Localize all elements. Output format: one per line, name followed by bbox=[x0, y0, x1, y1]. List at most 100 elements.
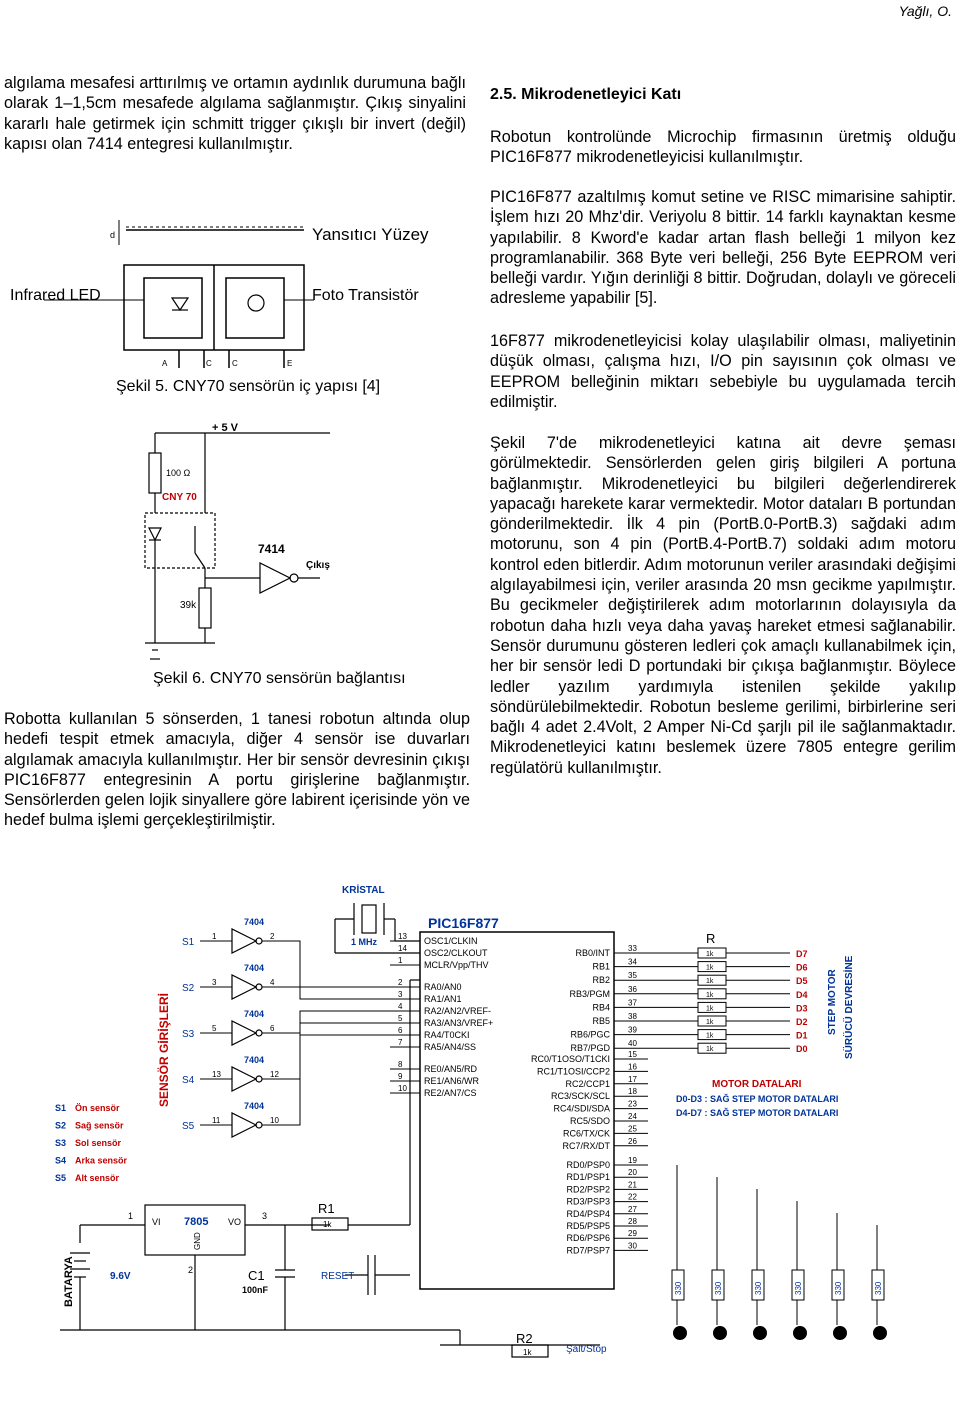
r2-value: 1k bbox=[523, 1348, 532, 1357]
driver-circuit-title: SÜRÜCÜ DEVRESİNE bbox=[842, 955, 855, 1059]
led-icon bbox=[673, 1326, 687, 1340]
pin-name: RE1/AN6/WR bbox=[424, 1076, 480, 1086]
pin-name: RA0/AN0 bbox=[424, 982, 462, 992]
pin-number: 4 bbox=[398, 1002, 403, 1011]
step-motor-title: STEP MOTOR bbox=[827, 968, 838, 1035]
gate-pin: 11 bbox=[212, 1116, 221, 1125]
gate-label: 7404 bbox=[244, 963, 264, 973]
wire bbox=[262, 1022, 390, 1080]
resistor-100-label: 100 Ω bbox=[166, 468, 191, 478]
pin-number: 3 bbox=[398, 990, 403, 999]
pin-name: RA1/AN1 bbox=[424, 994, 462, 1004]
legend-key: S4 bbox=[55, 1156, 66, 1166]
pin-number: 5 bbox=[398, 1014, 403, 1023]
led-resistor-value: 330 bbox=[874, 1281, 883, 1295]
legend-value: Sol sensör bbox=[75, 1138, 122, 1148]
c1-value: 100nF bbox=[242, 1285, 269, 1295]
reg-pin: 3 bbox=[262, 1211, 267, 1221]
data-bit-label: D3 bbox=[796, 1003, 808, 1013]
pin-name: RD3/PSP3 bbox=[566, 1197, 610, 1207]
battery-voltage: 9.6V bbox=[110, 1271, 131, 1282]
page-header-author: Yağlı, O. bbox=[898, 3, 952, 19]
pin-name: OSC1/CLKIN bbox=[424, 936, 478, 946]
resistor-39k-label: 39k bbox=[180, 600, 197, 611]
pin-name: RB6/PGC bbox=[570, 1030, 610, 1040]
cny70-label: CNY 70 bbox=[162, 492, 197, 503]
pin-number: 24 bbox=[628, 1112, 637, 1121]
pin-name: RC3/SCK/SCL bbox=[551, 1091, 610, 1101]
inverter-gate-icon bbox=[231, 1066, 258, 1092]
inverter-gate-icon bbox=[231, 1020, 258, 1046]
pin-number: 2 bbox=[398, 978, 403, 987]
crystal-label: KRİSTAL bbox=[342, 883, 385, 896]
pin-number: 38 bbox=[628, 1012, 637, 1021]
vcc-label: + 5 V bbox=[212, 422, 239, 434]
led-resistor bbox=[831, 1269, 845, 1301]
pin-number: 28 bbox=[628, 1217, 637, 1226]
r1-value: 1k bbox=[323, 1220, 332, 1229]
figure-6-caption: Şekil 6. CNY70 sensörün bağlantısı bbox=[153, 670, 406, 687]
pin-label: C bbox=[206, 359, 212, 368]
legend-value: Alt sensör bbox=[75, 1173, 120, 1183]
pin-name: MCLR/Vpp/THV bbox=[424, 960, 489, 970]
right-paragraph-2: PIC16F877 azaltılmış komut setine ve RIS… bbox=[490, 188, 956, 308]
pin-number: 26 bbox=[628, 1137, 637, 1146]
pin-name: OSC2/CLKOUT bbox=[424, 948, 488, 958]
c1-label: C1 bbox=[248, 1268, 265, 1283]
crystal-icon bbox=[361, 904, 377, 934]
left-paragraph-2: Robotta kullanılan 5 sönserden, 1 tanesi… bbox=[4, 710, 470, 830]
regulator-label: 7805 bbox=[184, 1216, 208, 1228]
sensor-label: S3 bbox=[182, 1029, 195, 1040]
data-bit-label: D0 bbox=[796, 1044, 808, 1054]
gate-pin: 13 bbox=[212, 1070, 221, 1079]
led-icon bbox=[833, 1326, 847, 1340]
pin-name: RC5/SDO bbox=[570, 1116, 610, 1126]
led-icon bbox=[753, 1326, 767, 1340]
pin-number: 37 bbox=[628, 998, 637, 1007]
phototransistor-icon bbox=[247, 294, 265, 312]
pin-name: RC6/TX/CK bbox=[563, 1128, 610, 1138]
reset-label: RESET bbox=[321, 1271, 354, 1282]
pin-number: 8 bbox=[398, 1060, 403, 1069]
pin-number: 21 bbox=[628, 1180, 637, 1189]
right-paragraph-4: Şekil 7'de mikrodenetleyici katına ait d… bbox=[490, 434, 956, 777]
sensor-label: S4 bbox=[182, 1075, 195, 1086]
reg-gnd: GND bbox=[193, 1232, 202, 1250]
pin-name: RD4/PSP4 bbox=[566, 1209, 610, 1219]
pin-name: RA3/AN3/VREF+ bbox=[424, 1018, 493, 1028]
led-resistor bbox=[671, 1269, 685, 1301]
wire bbox=[262, 986, 390, 1000]
pin-name: RD0/PSP0 bbox=[566, 1160, 610, 1170]
figure-5-caption: Şekil 5. CNY70 sensörün iç yapısı [4] bbox=[116, 378, 381, 395]
pin-name: RB5 bbox=[592, 1016, 610, 1026]
pin-name: RA2/AN2/VREF- bbox=[424, 1006, 491, 1016]
reg-pin: 2 bbox=[188, 1265, 193, 1275]
resistor-value: 1k bbox=[706, 951, 714, 958]
pin-name: RD5/PSP5 bbox=[566, 1221, 610, 1231]
resistor-value: 1k bbox=[706, 965, 714, 972]
gate-pin: 3 bbox=[212, 978, 217, 987]
led-resistor bbox=[751, 1269, 765, 1301]
battery-label: BATARYA bbox=[63, 1256, 75, 1307]
led-icon bbox=[793, 1326, 807, 1340]
led-resistor bbox=[791, 1269, 805, 1301]
data-bit-label: D7 bbox=[796, 949, 808, 959]
section-heading: 2.5. Mikrodenetleyici Katı bbox=[490, 86, 682, 103]
sensor-label: S5 bbox=[182, 1121, 195, 1132]
pin-number: 18 bbox=[628, 1087, 637, 1096]
pin-number: 17 bbox=[628, 1075, 637, 1084]
legend-value: Arka sensör bbox=[75, 1156, 128, 1166]
led-resistor bbox=[711, 1269, 725, 1301]
pin-number: 34 bbox=[628, 958, 637, 967]
legend-key: S1 bbox=[55, 1103, 66, 1113]
led-resistor-value: 330 bbox=[794, 1281, 803, 1295]
pin-name: RD2/PSP2 bbox=[566, 1184, 610, 1194]
led-resistor-value: 330 bbox=[674, 1281, 683, 1295]
led-diode-icon bbox=[170, 297, 190, 312]
legend-key: S5 bbox=[55, 1173, 66, 1183]
right-paragraph-3: 16F877 mikrodenetleyicisi kolay ulaşılab… bbox=[490, 332, 956, 411]
pin-number: 25 bbox=[628, 1124, 637, 1133]
pin-number: 6 bbox=[398, 1026, 403, 1035]
data-bit-label: D6 bbox=[796, 963, 808, 973]
label-reflective-surface: Yansıtıcı Yüzey bbox=[312, 225, 429, 244]
